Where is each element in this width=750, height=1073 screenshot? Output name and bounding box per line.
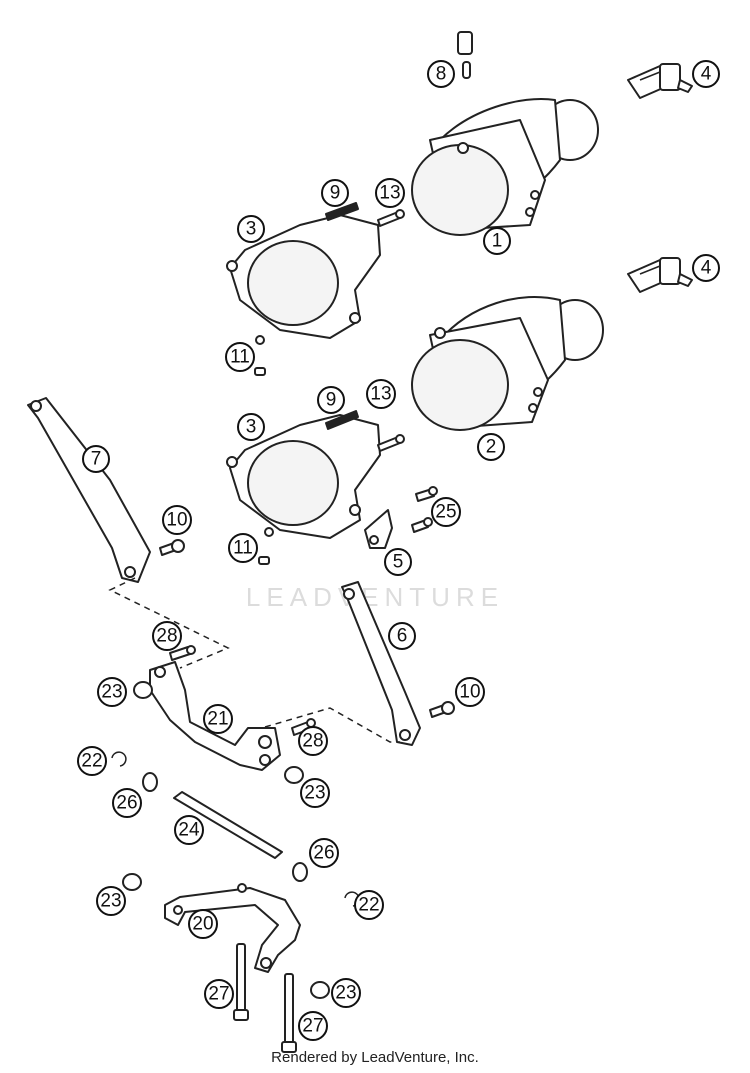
svg-text:23: 23 [101, 682, 122, 703]
svg-text:22: 22 [81, 751, 102, 772]
callout-10b: 10 [455, 677, 485, 707]
callout-11a: 11 [225, 342, 255, 372]
leader-line-left [108, 577, 230, 669]
svg-text:13: 13 [370, 384, 391, 405]
svg-text:3: 3 [246, 219, 257, 240]
callout-7: 7 [82, 445, 110, 473]
callout-23a: 23 [97, 677, 127, 707]
callout-27b: 27 [298, 1011, 328, 1041]
lower-bracket [164, 883, 301, 973]
svg-text:11: 11 [233, 538, 253, 559]
svg-text:4: 4 [701, 258, 712, 279]
headlight-lower [411, 296, 604, 431]
svg-text:13: 13 [379, 183, 400, 204]
svg-text:23: 23 [304, 783, 325, 804]
callout-26b: 26 [309, 838, 339, 868]
bolts-28 [169, 645, 316, 736]
callout-4b: 4 [692, 254, 720, 282]
screws [254, 209, 438, 565]
svg-text:20: 20 [192, 914, 213, 935]
callout-21: 21 [203, 704, 233, 734]
callout-13a: 13 [375, 178, 405, 208]
holder-lower [226, 414, 381, 539]
bolt-10-left [159, 539, 185, 556]
svg-text:22: 22 [358, 895, 379, 916]
callout-27a: 27 [204, 979, 234, 1009]
callout-28a: 28 [152, 621, 182, 651]
spring-lower [325, 410, 359, 430]
callout-25: 25 [431, 497, 461, 527]
callout-23d: 23 [331, 978, 361, 1008]
svg-text:28: 28 [302, 731, 323, 752]
svg-text:2: 2 [486, 437, 497, 458]
shaft [173, 791, 283, 859]
svg-text:10: 10 [166, 510, 187, 531]
svg-text:10: 10 [459, 682, 480, 703]
callout-24: 24 [174, 815, 204, 845]
washers-26 [142, 772, 308, 882]
credit-line: Rendered by LeadVenture, Inc. [271, 1049, 479, 1066]
callout-11b: 11 [228, 533, 258, 563]
callout-22b: 22 [354, 890, 384, 920]
headlight-upper [411, 98, 599, 236]
svg-text:27: 27 [208, 984, 229, 1005]
callout-20: 20 [188, 909, 218, 939]
spring-upper [325, 202, 359, 221]
svg-text:21: 21 [207, 709, 228, 730]
svg-text:9: 9 [330, 183, 341, 204]
strap-right [341, 581, 421, 746]
svg-text:25: 25 [435, 502, 456, 523]
svg-text:4: 4 [701, 64, 712, 85]
callout-10a: 10 [162, 505, 192, 535]
svg-text:11: 11 [230, 347, 250, 368]
callout-23c: 23 [96, 886, 126, 916]
bulb-lower [627, 257, 693, 293]
callout-5: 5 [384, 548, 412, 576]
callout-23b: 23 [300, 778, 330, 808]
svg-text:24: 24 [178, 820, 200, 841]
svg-text:28: 28 [156, 626, 177, 647]
callout-1: 1 [483, 227, 511, 255]
callout-28b: 28 [298, 726, 328, 756]
svg-text:3: 3 [246, 417, 257, 438]
callout-26a: 26 [112, 788, 142, 818]
callout-22a: 22 [77, 746, 107, 776]
svg-text:1: 1 [492, 231, 503, 252]
svg-text:5: 5 [393, 552, 404, 573]
svg-text:27: 27 [302, 1016, 323, 1037]
watermark: LEADVENTURE [246, 582, 504, 612]
callout-9b: 9 [317, 386, 345, 414]
callout-4a: 4 [692, 60, 720, 88]
parking-bulb [457, 31, 473, 79]
callout-8: 8 [427, 60, 455, 88]
callout-2: 2 [477, 433, 505, 461]
svg-text:7: 7 [91, 449, 102, 470]
callout-3a: 3 [237, 215, 265, 243]
svg-text:26: 26 [116, 793, 137, 814]
svg-text:9: 9 [326, 390, 337, 411]
leader-line-right [264, 707, 400, 743]
mount-clip [364, 509, 393, 549]
bolts-27 [233, 943, 297, 1053]
svg-text:8: 8 [436, 64, 447, 85]
svg-text:26: 26 [313, 843, 334, 864]
strap-left [27, 397, 151, 583]
bolt-10-right [429, 701, 455, 718]
svg-text:23: 23 [100, 891, 121, 912]
callout-13b: 13 [366, 379, 396, 409]
bulb-upper [627, 63, 693, 99]
upper-bracket [149, 661, 281, 771]
callout-3b: 3 [237, 413, 265, 441]
svg-text:6: 6 [397, 626, 408, 647]
grommets-23 [122, 681, 330, 999]
holder-upper [226, 214, 381, 339]
svg-text:23: 23 [335, 983, 356, 1004]
callout-6: 6 [388, 622, 416, 650]
callout-9a: 9 [321, 179, 349, 207]
